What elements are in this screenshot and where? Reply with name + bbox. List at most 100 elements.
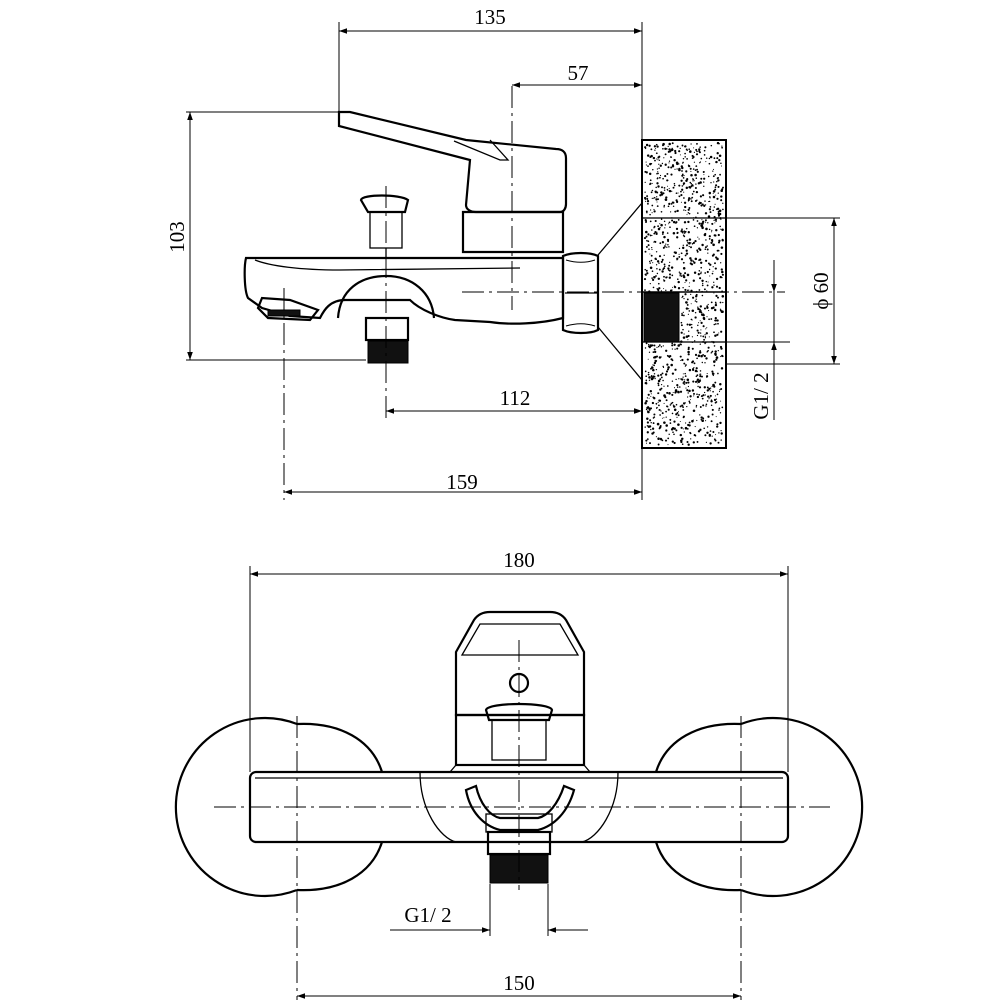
wall-speck: [652, 364, 654, 366]
wall-speck: [668, 273, 672, 276]
wall-speck: [679, 343, 682, 346]
wall-speck: [658, 262, 660, 264]
wall-speck: [653, 364, 655, 367]
wall-speck: [715, 160, 718, 164]
wall-speck: [665, 410, 667, 413]
wall-speck: [693, 367, 695, 369]
wall-speck: [720, 246, 724, 249]
wall-speck: [697, 236, 699, 238]
wall-speck: [711, 229, 713, 231]
wall-speck: [682, 287, 684, 289]
wall-speck: [651, 401, 655, 405]
wall-speck: [709, 394, 712, 397]
wall-speck: [645, 164, 647, 166]
wall-speck: [656, 267, 658, 270]
wall-speck: [683, 201, 687, 204]
wall-speck: [690, 318, 693, 321]
wall-speck: [684, 288, 687, 291]
wall-speck: [678, 184, 681, 187]
wall-speck: [697, 380, 701, 384]
wall-speck: [712, 190, 716, 193]
wall-speck: [695, 177, 698, 179]
wall-speck: [707, 175, 710, 178]
wall-speck: [719, 301, 722, 304]
wall-speck: [653, 196, 656, 199]
wall-speck: [693, 151, 695, 153]
wall-speck: [686, 298, 689, 301]
wall-speck: [647, 393, 650, 396]
wall-speck: [699, 320, 701, 322]
wall-speck: [713, 331, 715, 334]
wall-speck: [710, 400, 713, 403]
wall-speck: [653, 232, 656, 235]
wall-speck: [646, 202, 649, 205]
wall-speck: [715, 220, 717, 223]
wall-speck: [649, 266, 653, 270]
wall-speck: [653, 210, 656, 213]
wall-speck: [677, 423, 680, 426]
wall-speck: [701, 294, 704, 297]
wall-speck: [656, 172, 658, 175]
wall-speck: [660, 218, 663, 220]
wall-speck: [699, 375, 702, 378]
wall-speck: [709, 197, 711, 199]
wall-speck: [700, 311, 703, 314]
wall-speck: [672, 286, 674, 288]
wall-speck: [648, 407, 651, 410]
wall-speck: [645, 274, 647, 276]
wall-speck: [663, 417, 665, 419]
wall-speck: [712, 253, 715, 256]
wall-speck: [697, 430, 701, 433]
wall-speck: [688, 289, 690, 291]
wall-speck: [667, 244, 669, 246]
wall-speck: [700, 261, 703, 264]
wall-speck: [659, 242, 662, 245]
wall-speck: [657, 185, 660, 188]
wall-speck: [651, 182, 653, 184]
wall-speck: [709, 397, 711, 399]
wall-speck: [669, 422, 672, 424]
wall-speck: [680, 426, 683, 429]
wall-speck: [720, 262, 722, 264]
wall-speck: [696, 150, 698, 153]
wall-speck: [699, 428, 702, 431]
wall-speck: [689, 395, 692, 398]
wall-speck: [693, 180, 695, 182]
wall-speck: [701, 226, 704, 230]
wall-speck: [691, 196, 694, 199]
wall-speck: [703, 338, 706, 341]
wall-speck: [692, 156, 695, 158]
wall-speck: [656, 205, 659, 208]
wall-speck: [649, 253, 651, 255]
wall-speck: [712, 209, 714, 212]
wall-speck: [654, 377, 656, 380]
wall-speck: [712, 243, 715, 247]
wall-speck: [666, 246, 668, 248]
wall-speck: [657, 227, 661, 231]
wall-speck: [705, 259, 708, 262]
wall-speck: [705, 157, 708, 159]
wall-speck: [669, 419, 672, 421]
wall-speck: [714, 186, 717, 189]
wall-speck: [661, 231, 665, 234]
wall-speck: [664, 439, 668, 442]
wall-speck: [720, 268, 723, 271]
wall-speck: [688, 221, 690, 223]
wall-speck: [663, 220, 666, 223]
wall-speck: [699, 332, 702, 334]
wall-speck: [688, 197, 691, 200]
wall-speck: [721, 238, 724, 241]
wall-speck: [651, 366, 654, 369]
wall-speck: [695, 183, 697, 185]
wall-speck: [667, 269, 670, 271]
wall-speck: [702, 354, 704, 356]
wall-speck: [650, 428, 652, 431]
wall-speck: [691, 360, 695, 363]
wall-speck: [704, 272, 707, 274]
wall-speck: [682, 336, 686, 339]
dim-height: 103: [165, 221, 189, 253]
wall-speck: [656, 168, 659, 170]
wall-speck: [657, 172, 659, 175]
wall-speck: [688, 310, 691, 312]
wall-speck: [707, 215, 711, 218]
